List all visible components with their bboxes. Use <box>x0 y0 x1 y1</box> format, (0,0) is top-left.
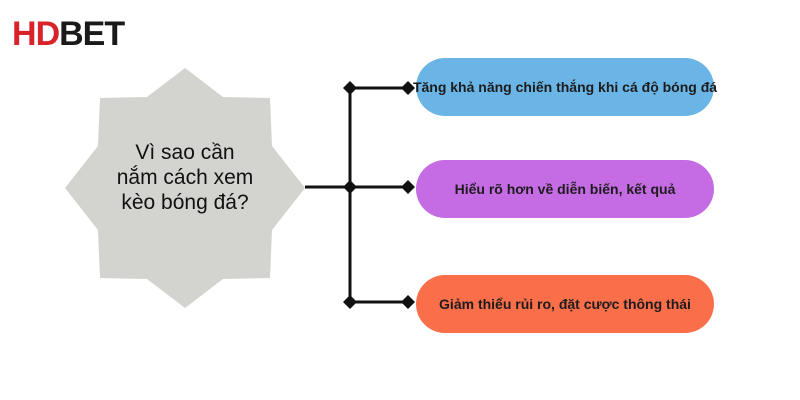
branch-pill-3: Giảm thiểu rủi ro, đặt cược thông thái <box>416 275 714 333</box>
octagram-polygon <box>65 68 305 308</box>
diamond-marker <box>401 81 415 95</box>
logo-letter-d-text: D <box>35 14 61 53</box>
octagram-shape <box>65 68 305 308</box>
branch-label-1: Tăng khả năng chiến thắng khi cá độ bóng… <box>412 79 718 95</box>
logo-letter-d: D ♠ <box>35 14 61 54</box>
diamond-marker <box>343 180 357 194</box>
branch-label-2: Hiểu rõ hơn về diễn biến, kết quả <box>454 181 676 197</box>
central-octagram-node: Vì sao cần nắm cách xem kèo bóng đá? <box>60 68 310 308</box>
spade-icon: ♠ <box>42 26 51 44</box>
diamond-marker <box>343 81 357 95</box>
diamond-marker <box>401 295 415 309</box>
logo-letter-h: H <box>12 14 37 53</box>
diamond-marker <box>401 180 415 194</box>
logo-word-bet: BET <box>59 14 125 53</box>
branch-pill-2: Hiểu rõ hơn về diễn biến, kết quả <box>416 160 714 218</box>
central-question: Vì sao cần nắm cách xem kèo bóng đá? <box>116 141 254 214</box>
diamond-marker <box>343 295 357 309</box>
branch-label-3: Giảm thiểu rủi ro, đặt cược thông thái <box>439 296 691 312</box>
branch-pill-1: Tăng khả năng chiến thắng khi cá độ bóng… <box>412 58 718 116</box>
hdbet-logo: H D ♠ BET <box>12 14 125 54</box>
